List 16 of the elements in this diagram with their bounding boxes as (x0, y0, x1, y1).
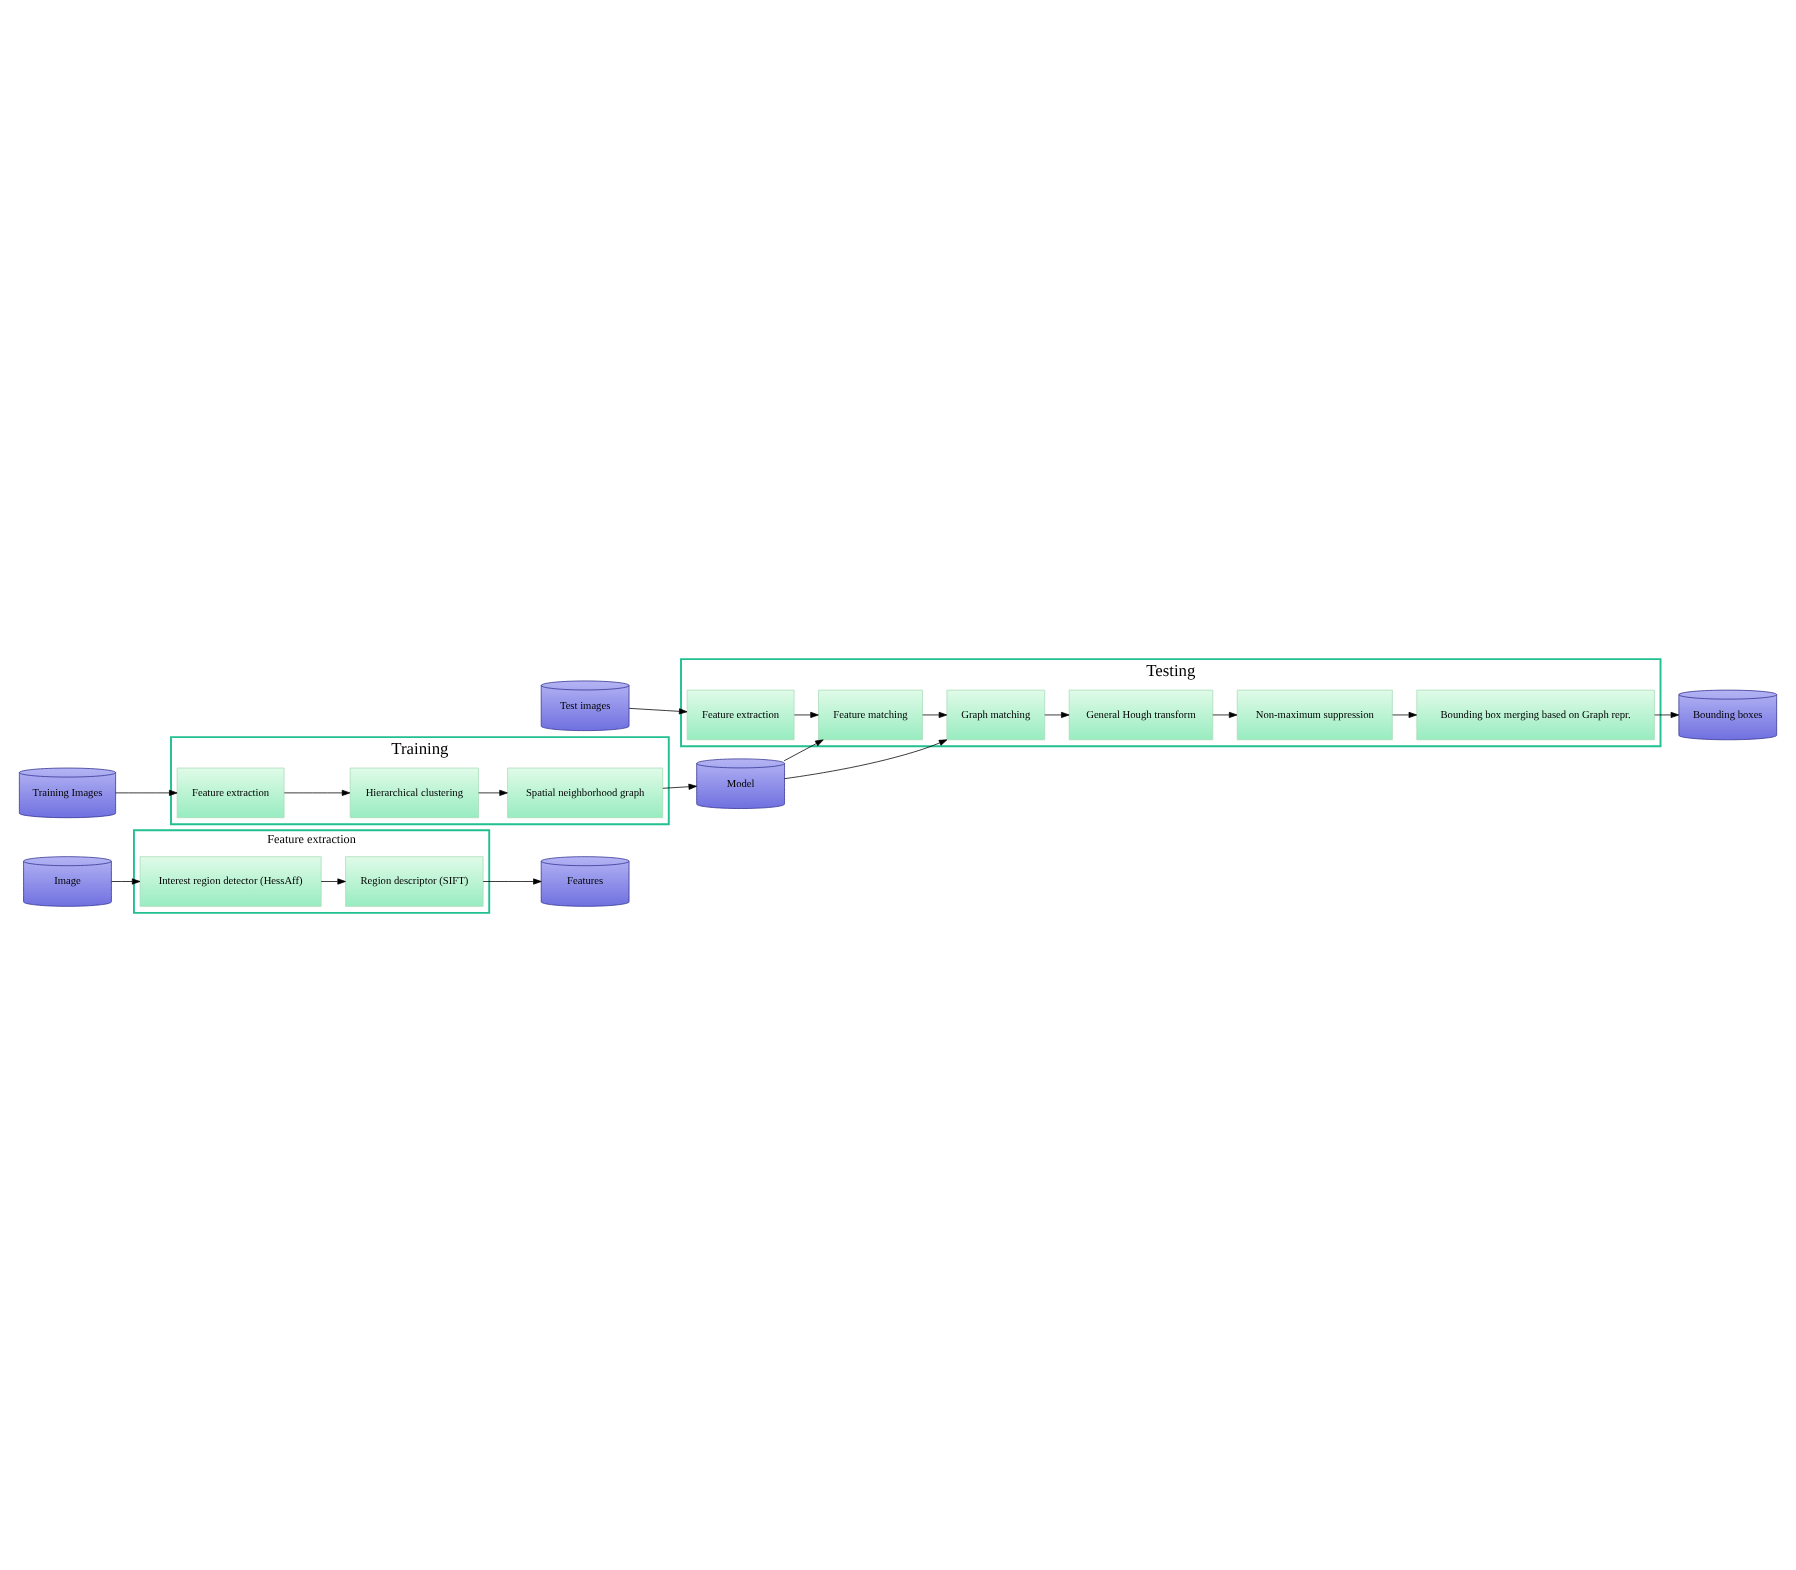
arrow (922, 710, 948, 717)
arrow (1212, 710, 1238, 717)
arrow (784, 738, 948, 779)
arrow (115, 788, 178, 795)
arrow (628, 706, 688, 714)
arrow (1044, 710, 1070, 717)
arrow (482, 877, 542, 884)
arrow (1392, 710, 1417, 717)
arrow (478, 788, 508, 795)
arrow (283, 788, 351, 795)
arrow (783, 738, 824, 761)
arrow (1654, 710, 1680, 717)
arrow (793, 710, 819, 717)
arrow (111, 877, 141, 884)
arrow (662, 782, 697, 789)
arrow (320, 877, 346, 884)
